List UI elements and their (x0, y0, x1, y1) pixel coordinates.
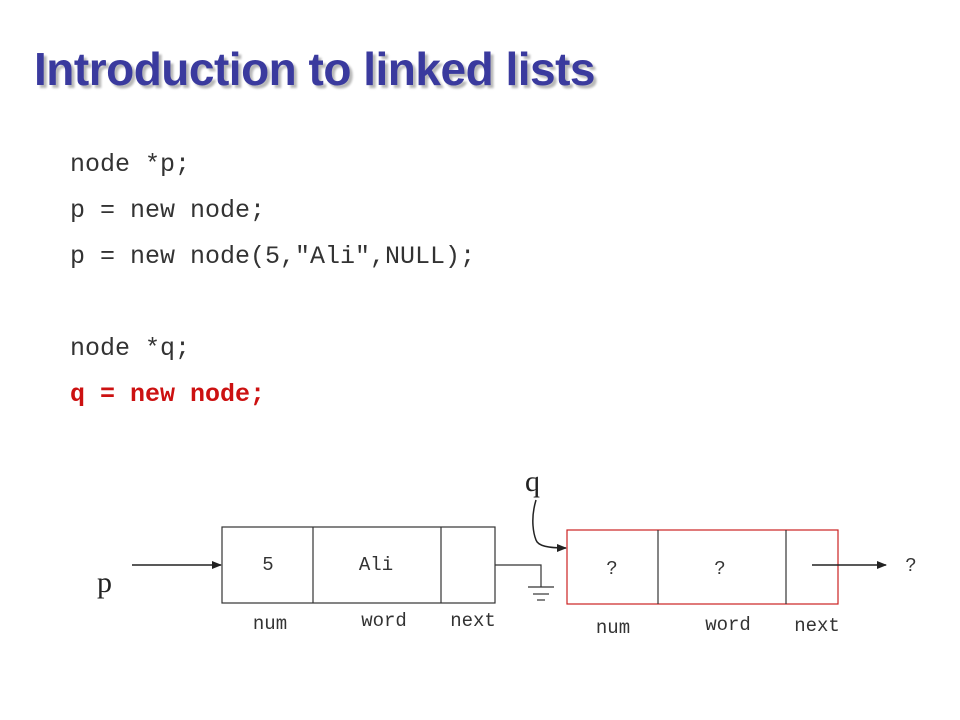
node-1-word-label: word (361, 610, 407, 632)
node-1-num-label: num (253, 613, 287, 635)
node-2-num-label: num (596, 617, 630, 639)
code-line-construct-p: p = new node(5,"Ali",NULL); (70, 242, 476, 271)
node-1-num-value: 5 (262, 554, 273, 576)
code-line-new-node-p: p = new node; (70, 196, 266, 225)
code-block: node *p; p = new node; p = new node(5,"A… (70, 150, 475, 426)
node-2-word-label: word (705, 614, 751, 636)
pointer-q-arrow (532, 499, 567, 552)
node-2-word-value: ? (714, 558, 725, 580)
code-line-new-node-q: q = new node; (70, 380, 266, 409)
slide-title: Introduction to linked lists (34, 43, 596, 95)
node-2-next-label: next (794, 615, 840, 637)
node-2-next-target: ? (905, 555, 916, 577)
null-link (495, 564, 542, 587)
node-1-next-label: next (450, 610, 496, 632)
code-line-declare-p: node *p; (70, 150, 191, 179)
node-2: ? ? num word next (566, 529, 840, 639)
pointer-q-label: q (525, 465, 540, 498)
node-1-word-value: Ali (359, 554, 393, 576)
pointer-p-label: p (97, 566, 112, 599)
null-ground-icon (528, 586, 554, 601)
node-2-num-value: ? (606, 558, 617, 580)
node-2-box (566, 529, 839, 605)
code-line-declare-q: node *q; (70, 334, 191, 363)
node-1: 5 Ali num word next (221, 526, 496, 635)
